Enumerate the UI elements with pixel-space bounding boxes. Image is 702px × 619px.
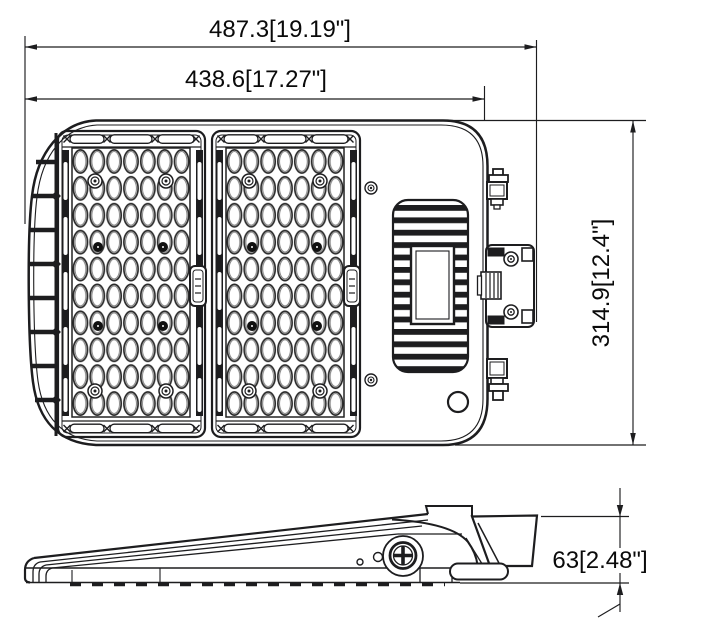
pilot-hole-large bbox=[372, 551, 384, 563]
dim-label-side-height: 63[2.48"] bbox=[552, 547, 647, 574]
lens-array-left bbox=[71, 147, 191, 418]
dimension-overall-width: 487.3[19.19"] bbox=[24, 16, 538, 322]
module-screws bbox=[241, 173, 328, 399]
module-screws bbox=[87, 173, 174, 399]
mount-clamp-top bbox=[486, 168, 509, 210]
module-rail-slots bbox=[223, 134, 349, 434]
side-view bbox=[23, 505, 539, 587]
driver-compartment bbox=[391, 198, 470, 374]
mount-clamp-bottom bbox=[486, 358, 509, 401]
dim-label-overall-depth: 314.9[12.4"] bbox=[588, 219, 615, 348]
module-bolt-dots bbox=[93, 242, 168, 331]
phillips-screw bbox=[388, 541, 418, 570]
rail-screw-marks bbox=[63, 135, 200, 433]
photocell-hole bbox=[446, 390, 470, 414]
side-top-slope bbox=[23, 512, 462, 584]
pivot-pin bbox=[449, 562, 509, 581]
pilot-hole-small bbox=[356, 558, 364, 566]
module-bolt-dots bbox=[247, 242, 322, 331]
wiring-gland bbox=[476, 271, 502, 300]
top-view bbox=[27, 119, 535, 447]
lens-array-right bbox=[225, 147, 345, 418]
heat-sink-fins bbox=[30, 133, 61, 436]
dimension-side-height: 63[2.48"] bbox=[460, 488, 656, 618]
led-module-left bbox=[56, 129, 207, 439]
dim-label-overall-width: 487.3[19.19"] bbox=[209, 16, 351, 43]
rail-screw-marks bbox=[217, 135, 354, 433]
module-latch bbox=[343, 265, 361, 307]
housing-outline bbox=[27, 119, 489, 447]
module-rail-slots bbox=[69, 134, 195, 434]
mount-bracket-middle bbox=[476, 244, 535, 328]
dim-label-housing-width: 438.6[17.27"] bbox=[185, 66, 327, 93]
dimension-housing-width: 438.6[17.27"] bbox=[25, 66, 486, 121]
dimension-overall-depth: 314.9[12.4"] bbox=[450, 119, 646, 446]
frame-screws bbox=[364, 181, 378, 387]
module-latch bbox=[189, 265, 207, 307]
driver-window bbox=[409, 244, 456, 326]
led-module-right bbox=[210, 129, 362, 439]
